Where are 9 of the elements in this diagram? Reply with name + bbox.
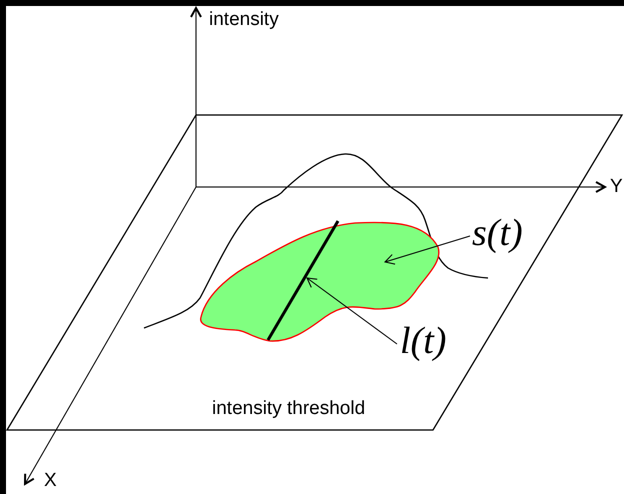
leader-line: [306, 278, 398, 344]
axis-label: intensity: [209, 9, 279, 31]
axis-label: X: [44, 470, 57, 492]
axis-label: Y: [610, 176, 623, 198]
curve-label: s(t): [472, 212, 523, 254]
plane-label: intensity threshold: [212, 398, 366, 420]
curve-label: l(t): [400, 320, 446, 362]
leader-line: [384, 236, 470, 265]
axis-line: [266, 220, 340, 341]
